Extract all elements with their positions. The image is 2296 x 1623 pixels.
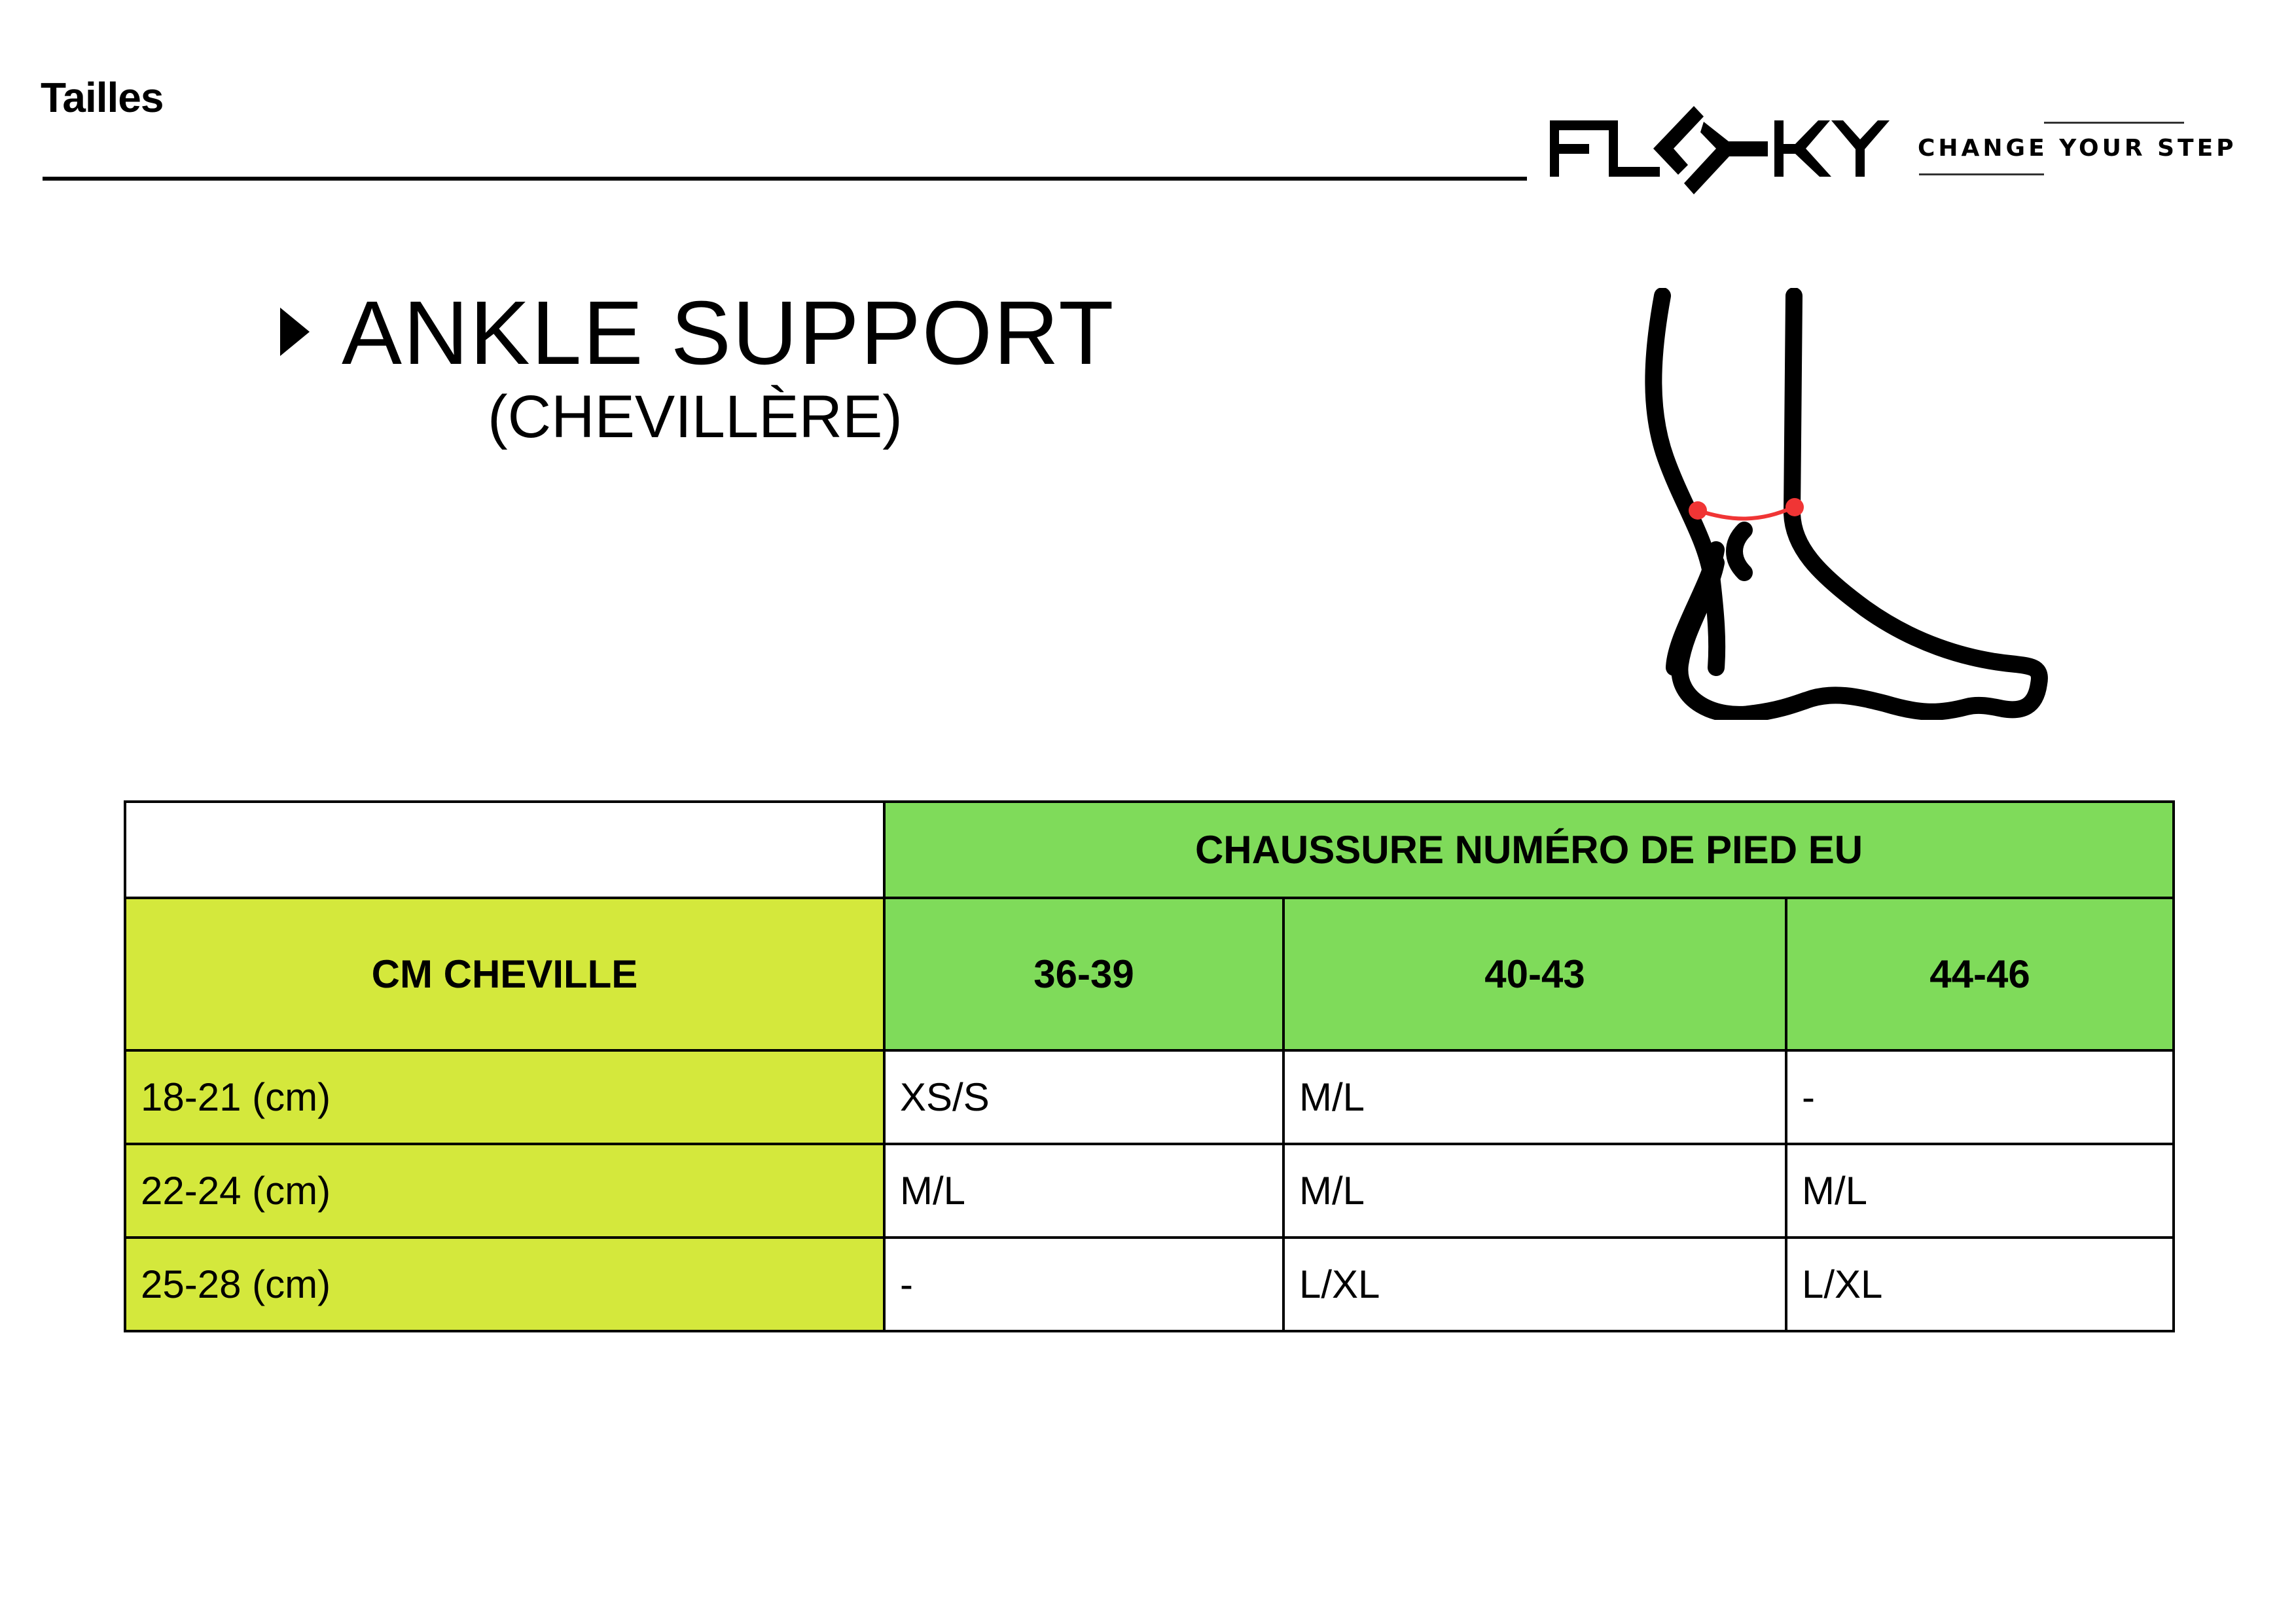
page-title: Tailles <box>41 74 164 121</box>
size-cell: XS/S <box>883 1049 1285 1145</box>
empty-corner-cell <box>124 800 886 899</box>
product-subtitle: (CHEVILLÈRE) <box>488 383 903 450</box>
shoe-size-group-header: CHAUSSURE NUMÉRO DE PIED EU <box>883 800 2175 899</box>
ankle-cm-header: CM CHEVILLE <box>124 897 886 1052</box>
table-header-row: CHAUSSURE NUMÉRO DE PIED EU <box>124 800 2175 899</box>
size-cell: L/XL <box>1785 1236 2175 1332</box>
tagline-rule-bottom <box>1919 173 2044 175</box>
triangle-bullet-icon <box>280 308 310 356</box>
product-name: ANKLE SUPPORT <box>342 283 1115 383</box>
brand-tagline: CHANGE YOUR STEP <box>1918 135 2237 162</box>
row-label: 22-24 (cm) <box>124 1143 886 1239</box>
size-cell: L/XL <box>1282 1236 1787 1332</box>
size-cell: M/L <box>1785 1143 2175 1239</box>
size-cell: M/L <box>1282 1049 1787 1145</box>
size-cell: M/L <box>883 1143 1285 1239</box>
row-label: 25-28 (cm) <box>124 1236 886 1332</box>
table-row: 22-24 (cm) M/L M/L M/L <box>124 1143 2175 1239</box>
size-cell: - <box>883 1236 1285 1332</box>
size-cell: - <box>1785 1049 2175 1145</box>
size-cell: M/L <box>1282 1143 1787 1239</box>
size-table: CHAUSSURE NUMÉRO DE PIED EU CM CHEVILLE … <box>124 800 2175 1332</box>
column-header: 40-43 <box>1282 897 1787 1052</box>
column-header: 36-39 <box>883 897 1285 1052</box>
tagline-rule-top <box>2044 122 2184 124</box>
row-label: 18-21 (cm) <box>124 1049 886 1145</box>
table-subheader-row: CM CHEVILLE 36-39 40-43 44-46 <box>124 897 2175 1052</box>
column-header: 44-46 <box>1785 897 2175 1052</box>
table-row: 25-28 (cm) - L/XL L/XL <box>124 1236 2175 1332</box>
floky-logo-icon <box>1550 106 1890 194</box>
foot-ankle-measure-icon <box>1645 288 2048 720</box>
table-row: 18-21 (cm) XS/S M/L - <box>124 1049 2175 1145</box>
title-underline <box>43 177 1527 181</box>
